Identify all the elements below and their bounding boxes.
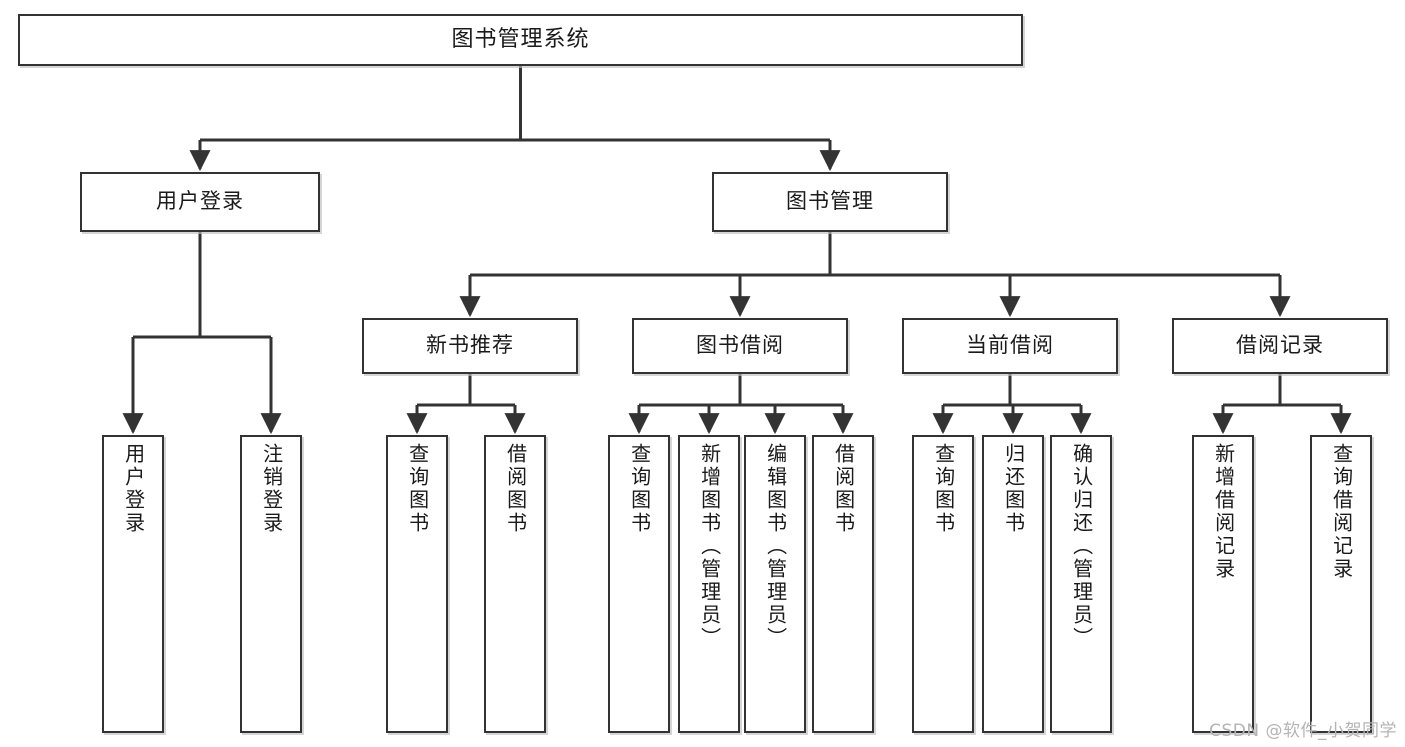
node-root[interactable]: 图书管理系统 (18, 14, 1023, 66)
node-leaf-query-book-2[interactable]: 查询图书 (608, 435, 670, 733)
node-leaf-add-book[interactable]: 新增图书（管理员） (678, 435, 740, 733)
node-book-manage[interactable]: 图书管理 (712, 172, 948, 232)
node-leaf-user-logout[interactable]: 注销登录 (240, 435, 302, 733)
node-book-borrow[interactable]: 图书借阅 (632, 318, 848, 374)
node-leaf-return-book[interactable]: 归还图书 (982, 435, 1044, 733)
node-leaf-borrow-book-2[interactable]: 借阅图书 (812, 435, 874, 733)
node-leaf-user-login[interactable]: 用户登录 (102, 435, 164, 733)
node-label: 新增图书（管理员） (697, 443, 722, 650)
node-leaf-confirm-return[interactable]: 确认归还（管理员） (1050, 435, 1112, 733)
node-label: 归还图书 (1001, 443, 1026, 535)
node-leaf-borrow-book-1[interactable]: 借阅图书 (484, 435, 546, 733)
node-label: 查询图书 (627, 443, 652, 535)
node-leaf-add-record[interactable]: 新增借阅记录 (1192, 435, 1254, 733)
node-new-book-recommend[interactable]: 新书推荐 (362, 318, 578, 374)
node-leaf-query-book-3[interactable]: 查询图书 (912, 435, 974, 733)
node-label: 查询图书 (405, 443, 430, 535)
node-label: 确认归还（管理员） (1069, 443, 1094, 650)
node-current-borrow[interactable]: 当前借阅 (902, 318, 1118, 374)
node-label: 用户登录 (121, 443, 146, 535)
node-label: 查询图书 (931, 443, 956, 535)
node-leaf-edit-book[interactable]: 编辑图书（管理员） (744, 435, 806, 733)
watermark-text: CSDN @软件_小贺同学 (1209, 721, 1397, 741)
node-leaf-query-book-1[interactable]: 查询图书 (386, 435, 448, 733)
node-label: 新增借阅记录 (1211, 443, 1236, 581)
node-label: 借阅图书 (503, 443, 528, 535)
node-label: 查询借阅记录 (1329, 443, 1354, 581)
node-label: 注销登录 (259, 443, 284, 535)
node-user-login[interactable]: 用户登录 (80, 172, 320, 232)
node-leaf-query-record[interactable]: 查询借阅记录 (1310, 435, 1372, 733)
node-label: 借阅图书 (831, 443, 856, 535)
node-borrow-record[interactable]: 借阅记录 (1172, 318, 1388, 374)
node-label: 编辑图书（管理员） (763, 443, 788, 650)
